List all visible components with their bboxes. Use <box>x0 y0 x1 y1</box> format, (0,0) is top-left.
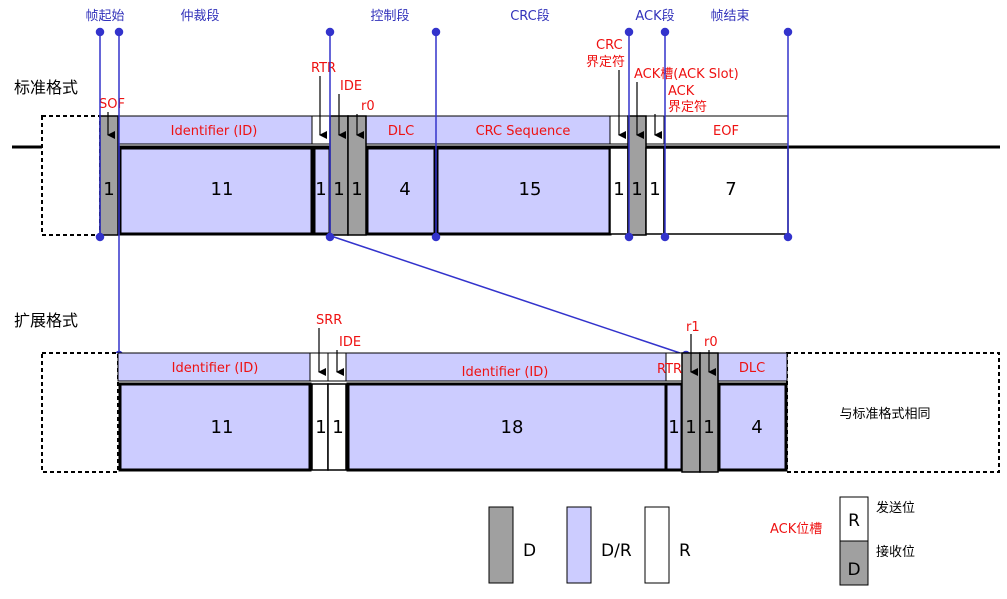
standard-crcseq-label: CRC Sequence <box>476 124 571 139</box>
standard-bit-id: 11 <box>211 179 234 200</box>
legend-ack-slot-label: ACK位槽 <box>770 522 822 537</box>
standard-bit-ackslot: 1 <box>631 179 642 200</box>
extended-r1-annotation: r1 <box>686 320 700 335</box>
legend-d-label: D <box>523 541 536 561</box>
extended-identifier-a-label: Identifier (ID) <box>172 361 259 376</box>
standard-r0-annotation: r0 <box>361 99 375 114</box>
label-control: 控制段 <box>370 9 409 24</box>
extended-header-id-a <box>117 352 311 382</box>
guide-dot <box>325 232 335 242</box>
legend-d-swatch <box>488 506 514 584</box>
standard-header-eof <box>663 115 789 145</box>
extended-title: 扩展格式 <box>14 311 78 330</box>
legend-send-bit-letter: R <box>848 511 860 531</box>
standard-bit-dlc: 4 <box>399 179 410 200</box>
standard-title: 标准格式 <box>14 78 78 97</box>
extended-bit-ide: 1 <box>332 417 343 438</box>
extended-ide-cell <box>327 383 347 471</box>
standard-bit-rtr: 1 <box>315 179 326 200</box>
standard-sof-annotation: SOF <box>99 97 125 112</box>
extended-ide-annotation: IDE <box>339 335 361 350</box>
standard-sof-cell <box>99 115 119 236</box>
standard-eof-cell <box>663 147 789 235</box>
guide-dot <box>624 232 634 242</box>
extended-bit-id-b: 18 <box>501 417 524 438</box>
same-as-standard-text: 与标准格式相同 <box>839 406 930 422</box>
idle-before-standard <box>41 115 101 236</box>
legend-r-label: R <box>679 541 691 561</box>
standard-crcdelim-annotation-1: CRC <box>596 38 623 53</box>
standard-identifier-label: Identifier (ID) <box>171 124 258 139</box>
extended-bit-r0: 1 <box>703 417 714 438</box>
legend-recv-bit-text: 接收位 <box>876 544 915 560</box>
extended-dlc-label: DLC <box>739 361 765 376</box>
same-as-standard-box <box>786 352 1000 473</box>
standard-ackdelim-annotation-2: 界定符 <box>668 99 707 115</box>
standard-eof-label: EOF <box>713 124 739 139</box>
extended-bit-srr: 1 <box>315 417 326 438</box>
extended-id-a-cell <box>118 382 312 472</box>
legend-send-bit-text: 发送位 <box>876 500 915 516</box>
guide-dot <box>114 27 124 37</box>
standard-dlc-label: DLC <box>388 124 414 139</box>
guide-line-diagonal <box>330 235 687 356</box>
guide-dot <box>783 232 793 242</box>
extended-dlc-cell <box>717 382 788 472</box>
standard-ackslot-annotation: ACK槽(ACK Slot) <box>634 67 739 82</box>
guide-dot <box>660 27 670 37</box>
label-arbitration: 仲裁段 <box>180 8 219 24</box>
guide-dot <box>624 27 634 37</box>
extended-bit-rtr: 1 <box>668 417 679 438</box>
label-crc: CRC段 <box>510 9 550 24</box>
standard-crc-cell <box>435 146 612 236</box>
standard-dlc-cell <box>365 146 437 236</box>
extended-bit-id-a: 11 <box>211 417 234 438</box>
extended-bit-r1: 1 <box>685 417 696 438</box>
standard-header-rtr <box>311 115 331 145</box>
legend-dr-swatch <box>566 506 592 584</box>
standard-bit-sof: 1 <box>103 179 114 200</box>
standard-header-crc <box>435 115 611 145</box>
legend-recv-bit-box <box>839 540 869 586</box>
label-frame-end: 帧结束 <box>710 9 749 24</box>
extended-bit-dlc: 4 <box>751 417 762 438</box>
guide-dot <box>660 232 670 242</box>
legend-dr-label: D/R <box>601 541 632 561</box>
standard-bit-crcdelim: 1 <box>613 179 624 200</box>
standard-bit-crc: 15 <box>519 179 542 200</box>
extended-rtr-annotation: RTR <box>657 362 682 377</box>
standard-bit-r0: 1 <box>351 179 362 200</box>
extended-r0-annotation: r0 <box>704 335 718 350</box>
label-frame-start: 帧起始 <box>85 9 124 24</box>
standard-ackdelim-annotation-1: ACK <box>668 84 695 99</box>
extended-identifier-b-label: Identifier (ID) <box>462 365 549 380</box>
standard-header-dlc <box>365 115 437 145</box>
standard-ide-annotation: IDE <box>340 79 362 94</box>
guide-dot <box>95 232 105 242</box>
guide-dot <box>325 27 335 37</box>
standard-bit-ide: 1 <box>333 179 344 200</box>
legend-r-swatch <box>644 506 670 584</box>
standard-bit-ackdelim: 1 <box>649 179 660 200</box>
standard-id-cell <box>118 146 314 236</box>
extended-srr-annotation: SRR <box>316 313 342 328</box>
extended-header-id-b <box>345 352 667 382</box>
label-ack: ACK段 <box>635 9 674 24</box>
guide-dot <box>431 232 441 242</box>
standard-rtr-annotation: RTR <box>311 61 336 76</box>
guide-dot <box>783 27 793 37</box>
legend-recv-bit-letter: D <box>847 560 860 580</box>
guide-dot <box>95 27 105 37</box>
standard-bit-eof: 7 <box>725 179 736 200</box>
guide-dot <box>431 27 441 37</box>
standard-crcdelim-annotation-2: 界定符 <box>586 54 625 70</box>
idle-before-extended <box>41 352 119 473</box>
